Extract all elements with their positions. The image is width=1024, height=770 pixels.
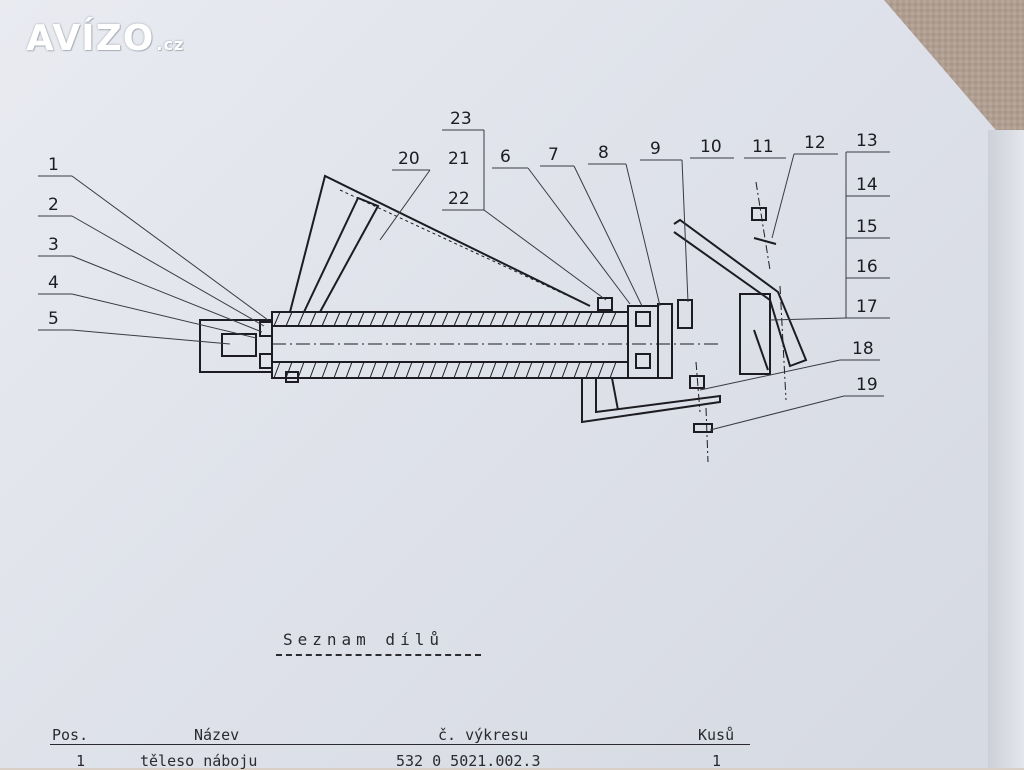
parts-list-title: Seznam dílů	[283, 630, 444, 649]
callout-4: 4	[48, 273, 59, 293]
bolt-11-head	[751, 207, 767, 221]
row-qty: 1	[712, 752, 722, 770]
column-header-qty: Kusů	[698, 726, 735, 744]
row-drawing-no: 532 0 5021.002.3	[396, 752, 541, 770]
row-pos: 1	[76, 752, 86, 770]
row-name: těleso náboju	[140, 752, 258, 770]
bolt-19-axis	[705, 407, 709, 463]
end-nut	[221, 333, 257, 357]
callout-16: 16	[856, 257, 878, 277]
callout-3: 3	[48, 235, 59, 255]
blade-support	[303, 196, 380, 313]
nut-10	[677, 299, 693, 329]
washer-12	[753, 237, 777, 245]
callout-1: 1	[48, 155, 59, 175]
lower-lug	[285, 371, 299, 383]
column-header-name: Název	[194, 726, 240, 744]
foot-rib	[611, 377, 619, 411]
callout-17: 17	[856, 297, 878, 317]
right-bearing-top	[635, 311, 651, 327]
right-bearing-bottom	[635, 353, 651, 369]
foot-plate	[581, 378, 721, 424]
callout-21: 21	[448, 149, 470, 169]
lever-block	[739, 293, 771, 375]
lever-pin	[753, 329, 769, 371]
callout-6: 6	[500, 147, 511, 167]
column-header-drawing-no: č. výkresu	[438, 726, 529, 744]
watermark-brand: AVÍZO	[26, 18, 155, 59]
callout-12: 12	[804, 133, 826, 153]
leader-lines	[38, 129, 890, 431]
blade-edge	[339, 189, 591, 307]
callout-20: 20	[398, 149, 420, 169]
watermark-suffix: .cz	[156, 35, 185, 54]
callout-10: 10	[700, 137, 722, 157]
grease-nipple	[597, 297, 613, 311]
callout-15: 15	[856, 217, 878, 237]
title-underline	[276, 654, 481, 656]
header-rule	[50, 744, 750, 745]
left-bearing-bottom	[259, 353, 273, 369]
blade-arm	[289, 174, 591, 313]
column-header-pos: Pos.	[52, 726, 89, 744]
paper-edge	[988, 130, 1024, 768]
nut-19	[693, 423, 713, 433]
bolt-11-axis	[755, 181, 771, 271]
lever-axis	[779, 285, 787, 401]
upper-hatching	[273, 311, 617, 327]
callout-8: 8	[598, 143, 609, 163]
callout-13: 13	[856, 131, 878, 151]
callout-7: 7	[548, 145, 559, 165]
callout-22: 22	[448, 189, 470, 209]
callout-2: 2	[48, 195, 59, 215]
avizo-watermark: AVÍZO.cz	[26, 18, 184, 59]
callout-5: 5	[48, 309, 59, 329]
callout-11: 11	[752, 137, 774, 157]
callout-14: 14	[856, 175, 878, 195]
right-cap	[657, 303, 673, 379]
callout-18: 18	[852, 339, 874, 359]
callout-19: 19	[856, 375, 878, 395]
left-bearing-top	[259, 321, 273, 337]
left-sleeve	[199, 319, 273, 373]
callout-9: 9	[650, 139, 661, 159]
bolt-18-head	[689, 375, 705, 389]
callout-23: 23	[450, 109, 472, 129]
lower-hatching	[273, 361, 617, 379]
